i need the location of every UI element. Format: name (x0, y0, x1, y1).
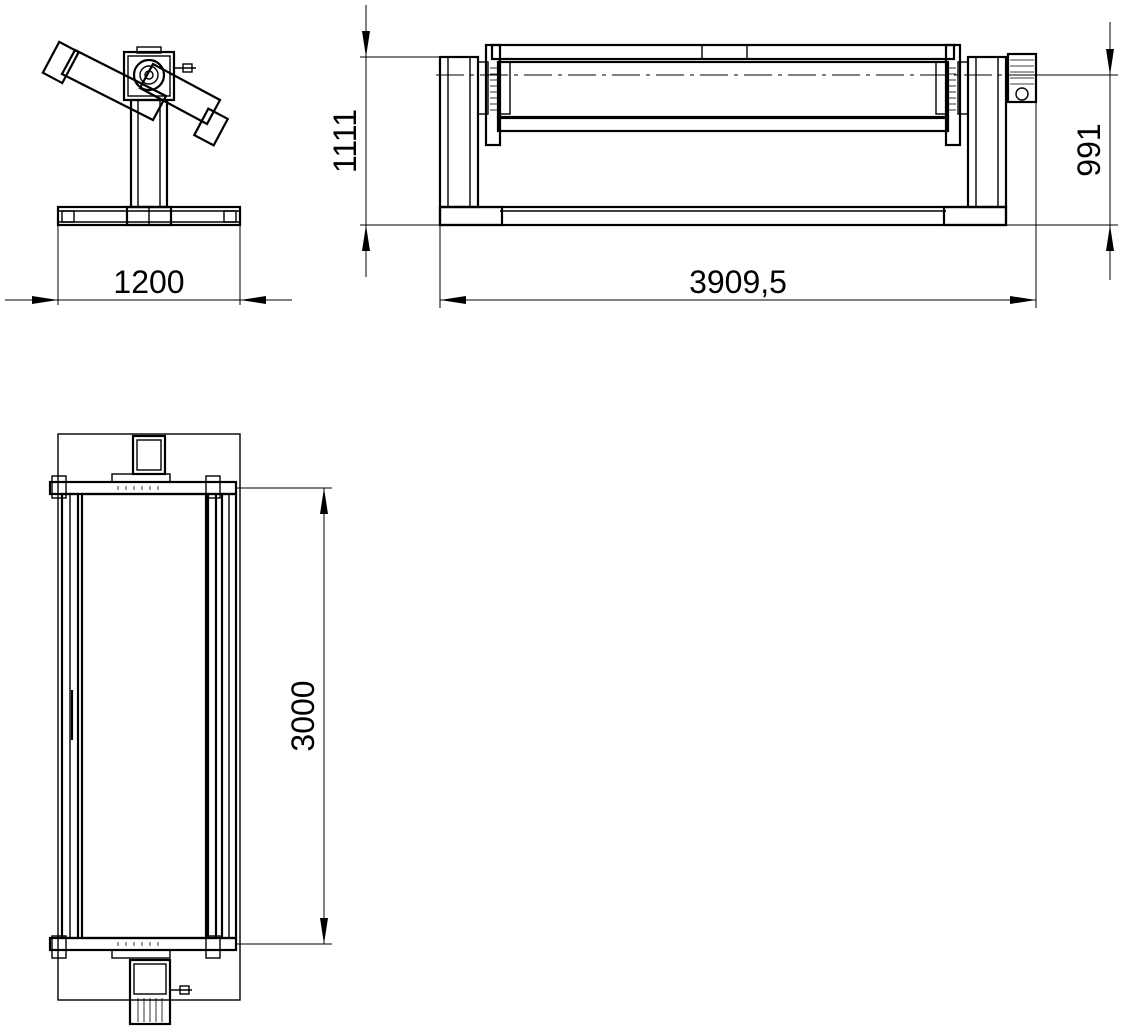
top-view-top-crossbeam (48, 480, 238, 496)
side-view-gear-wheel (132, 58, 166, 92)
top-view-gear-motor-top (131, 434, 167, 476)
side-view: 1200 (5, 40, 292, 305)
dimension-height-total-label: 1111 (327, 109, 363, 173)
top-view-outline (57, 433, 241, 1001)
front-view: 1111 991 3909,5 (327, 5, 1118, 308)
front-view-left-stand (438, 55, 480, 209)
top-view: 3000 (48, 433, 332, 1026)
dimension-height-axis-label: 991 (1071, 123, 1107, 176)
dimension-length-label: 3909,5 (689, 264, 787, 300)
front-view-roller (496, 60, 950, 120)
top-view-bottom-crossbeam (48, 936, 238, 952)
top-view-gear-motor-bottom (128, 958, 172, 1026)
side-view-column (129, 98, 169, 209)
front-view-right-stand (966, 55, 1008, 209)
front-view-top-beam (490, 43, 956, 61)
front-view-base (438, 205, 1008, 227)
side-view-arm-right (138, 62, 222, 126)
side-view-gearbox (122, 50, 176, 102)
front-view-lower-beam (496, 115, 950, 133)
front-view-gear-motor (1006, 52, 1038, 104)
top-view-roller (80, 492, 208, 940)
dimension-roller-length-label: 3000 (285, 680, 321, 751)
dimension-width-label: 1200 (113, 264, 184, 300)
